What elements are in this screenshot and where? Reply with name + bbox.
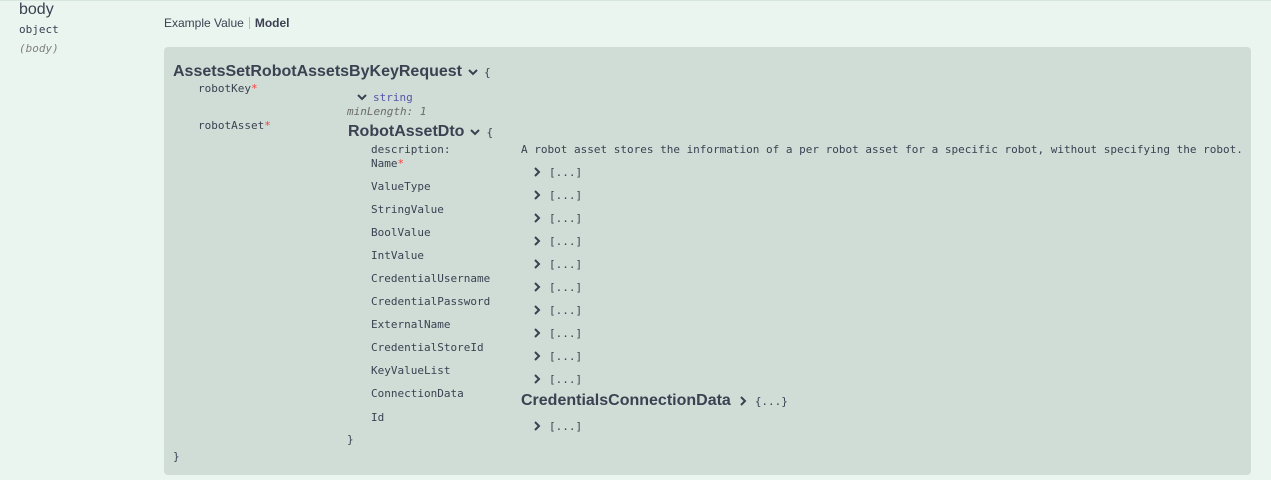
field-label-connection-data: ConnectionData: [371, 387, 464, 400]
required-mark: *: [250, 82, 258, 95]
field-label-key-value-list: KeyValueList: [371, 364, 451, 377]
tab-separator: [248, 17, 250, 29]
chevron-right-icon: [530, 280, 544, 294]
param-type: object: [19, 23, 59, 36]
expand-bool-value[interactable]: [...]: [530, 234, 582, 248]
expand-string-value[interactable]: [...]: [530, 211, 582, 225]
robot-asset-model-header[interactable]: RobotAssetDto {: [348, 123, 493, 141]
field-label-credential-password: CredentialPassword: [371, 295, 491, 308]
chevron-right-icon: [530, 349, 544, 363]
chevron-right-icon: [530, 326, 544, 340]
chevron-right-icon: [530, 165, 544, 179]
model-title: RobotAssetDto: [348, 123, 465, 140]
tab-example-value[interactable]: Example Value: [164, 16, 244, 30]
field-label-id: Id: [371, 411, 385, 424]
min-length-constraint: minLength: 1: [347, 105, 427, 118]
expand-credential-username[interactable]: [...]: [530, 280, 582, 294]
collapsed-object: {...}: [754, 394, 788, 408]
chevron-right-icon: [530, 234, 544, 248]
required-mark: *: [264, 119, 271, 132]
chevron-down-icon[interactable]: [355, 90, 369, 104]
tab-model[interactable]: Model: [254, 16, 290, 30]
model-panel: [164, 47, 1251, 475]
property-label: robotAsset: [198, 119, 265, 132]
type-string: string: [373, 90, 413, 104]
chevron-right-icon[interactable]: [736, 394, 750, 408]
model-header[interactable]: AssetsSetRobotAssetsByKeyRequest {: [173, 63, 491, 81]
chevron-right-icon: [530, 372, 544, 386]
field-label-bool-value: BoolValue: [371, 226, 431, 239]
field-label-name: Name*: [371, 157, 405, 170]
chevron-down-icon[interactable]: [466, 65, 480, 79]
param-name: body: [19, 1, 54, 18]
robot-key-type[interactable]: string: [355, 90, 413, 104]
property-robot-key: robotKey*: [198, 82, 258, 95]
description-label: description:: [371, 143, 451, 156]
required-mark: *: [397, 157, 405, 170]
field-label-int-value: IntValue: [371, 249, 424, 262]
example-model-tabs: Example Value Model: [164, 16, 290, 30]
field-label-external-name: ExternalName: [371, 318, 451, 331]
open-brace: {: [483, 65, 491, 79]
expand-int-value[interactable]: [...]: [530, 257, 582, 271]
chevron-right-icon: [530, 303, 544, 317]
param-location: (body): [19, 42, 59, 55]
chevron-right-icon: [530, 257, 544, 271]
close-brace-root: }: [173, 450, 180, 463]
expand-name[interactable]: [...]: [530, 165, 582, 179]
property-label: robotKey: [198, 82, 251, 95]
close-brace-robot-asset: }: [347, 433, 354, 446]
expand-value-type[interactable]: [...]: [530, 188, 582, 202]
field-label-credential-username: CredentialUsername: [371, 272, 491, 285]
expand-external-name[interactable]: [...]: [530, 326, 582, 340]
chevron-right-icon: [530, 211, 544, 225]
model-title: AssetsSetRobotAssetsByKeyRequest: [173, 63, 462, 80]
expand-credential-store-id[interactable]: [...]: [530, 349, 582, 363]
connection-data-model-header[interactable]: CredentialsConnectionData {...}: [521, 392, 788, 410]
field-label-value-type: ValueType: [371, 180, 431, 193]
field-label-credential-store-id: CredentialStoreId: [371, 341, 484, 354]
chevron-right-icon: [530, 419, 544, 433]
open-brace: {: [486, 125, 494, 139]
model-title: CredentialsConnectionData: [521, 392, 731, 409]
expand-id[interactable]: [...]: [530, 419, 582, 433]
expand-credential-password[interactable]: [...]: [530, 303, 582, 317]
property-robot-asset: robotAsset*: [198, 119, 271, 132]
description-text: A robot asset stores the information of …: [521, 143, 1243, 156]
top-divider: [0, 0, 1271, 1]
expand-key-value-list[interactable]: [...]: [530, 372, 582, 386]
chevron-down-icon[interactable]: [468, 125, 482, 139]
field-label-string-value: StringValue: [371, 203, 444, 216]
chevron-right-icon: [530, 188, 544, 202]
